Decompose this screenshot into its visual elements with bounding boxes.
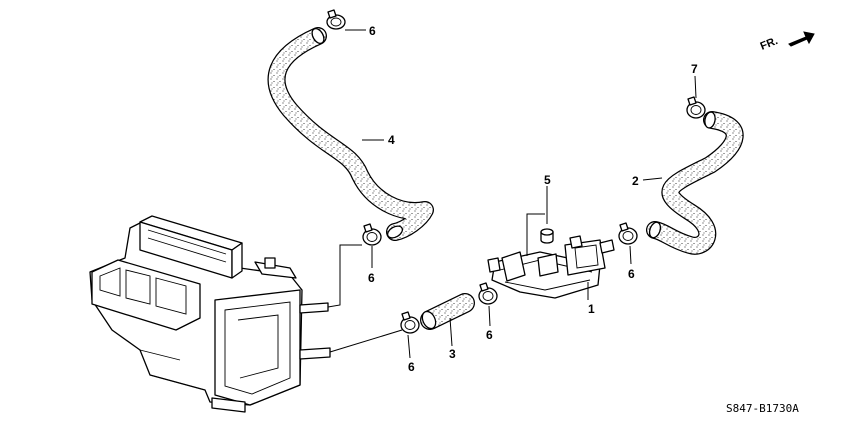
hose-clamp-7 [686, 96, 706, 119]
callout-5: 5 [544, 173, 551, 187]
callout-6-valve-outlet: 6 [628, 267, 635, 281]
callout-6-top: 6 [369, 24, 376, 38]
callout-6-valve-inlet: 6 [486, 328, 493, 342]
callout-7: 7 [691, 62, 698, 76]
front-arrow-icon [788, 31, 815, 47]
hose-3 [420, 293, 475, 330]
callout-6-heater: 6 [368, 271, 375, 285]
direction-label: FR. [759, 35, 780, 53]
hose-clamp-heater [362, 223, 382, 246]
callout-labels: 1 2 3 4 5 6 6 6 6 6 7 [368, 24, 698, 374]
callout-4: 4 [388, 133, 395, 147]
hose-4 [267, 27, 434, 241]
hose-clamp-top [326, 9, 346, 30]
hose-clamp-lower [400, 311, 420, 334]
hose-clamp-valve-outlet [618, 222, 638, 245]
leader-lines [327, 29, 697, 359]
drawing-code: S847-B1730A [726, 402, 799, 415]
callout-3: 3 [449, 347, 456, 361]
water-valve [487, 235, 615, 299]
hose-2 [646, 111, 744, 255]
front-direction-indicator: FR. [759, 31, 815, 53]
hose-clamp-valve-inlet [478, 282, 498, 305]
heater-unit [89, 215, 331, 413]
callout-6-lower: 6 [408, 360, 415, 374]
callout-2: 2 [632, 174, 639, 188]
callout-1: 1 [588, 302, 595, 316]
grommet-5 [540, 228, 554, 244]
